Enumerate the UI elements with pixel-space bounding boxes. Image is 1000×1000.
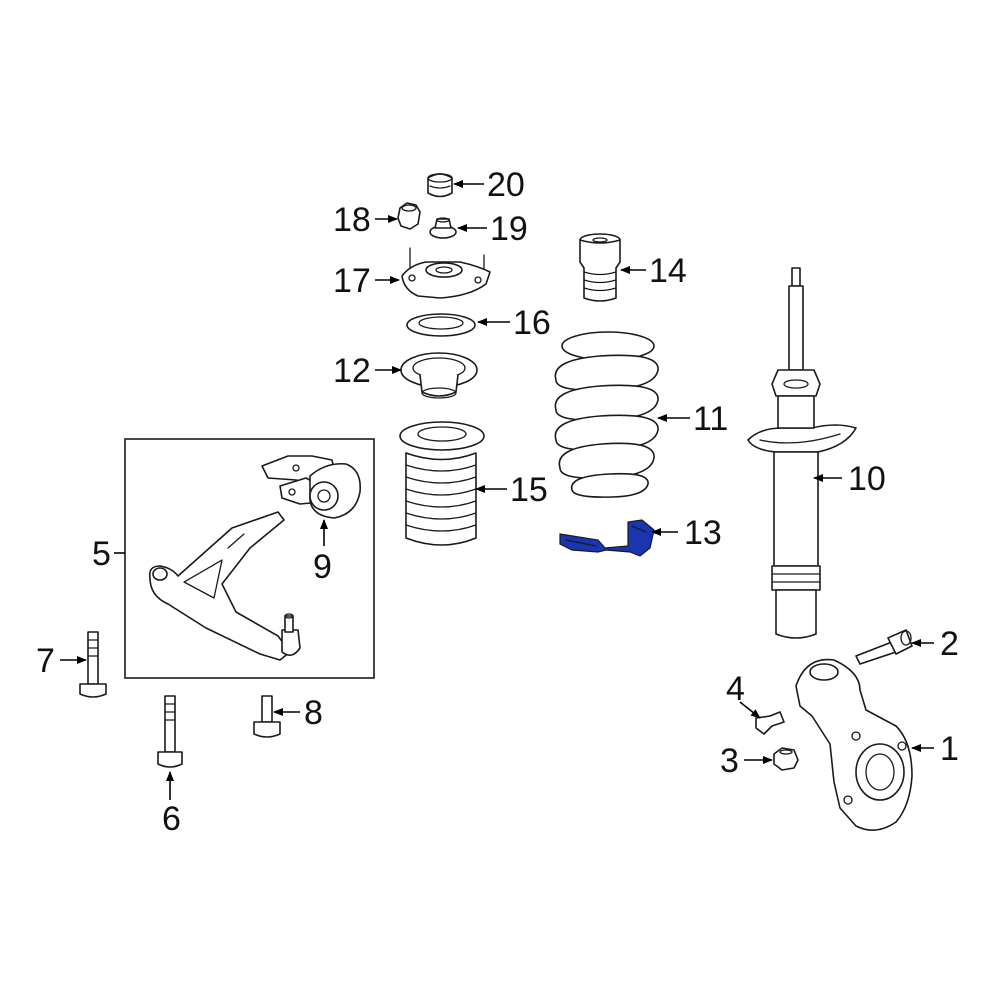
callout-19: 19 bbox=[490, 210, 528, 248]
leader-4 bbox=[739, 701, 761, 719]
part-11-coil-spring[interactable] bbox=[554, 331, 659, 498]
part-19-flange-nut[interactable] bbox=[429, 217, 457, 239]
part-7-bolt[interactable] bbox=[79, 631, 107, 698]
callout-12: 12 bbox=[333, 352, 371, 390]
part-4-clip[interactable] bbox=[755, 711, 785, 735]
callout-14: 14 bbox=[649, 252, 687, 290]
callout-2: 2 bbox=[940, 625, 959, 663]
part-12-spring-seat[interactable] bbox=[400, 352, 478, 399]
callout-7: 7 bbox=[36, 642, 55, 680]
callout-4: 4 bbox=[726, 670, 745, 708]
part-8-bolt[interactable] bbox=[253, 695, 281, 738]
callout-8: 8 bbox=[304, 694, 323, 732]
callout-16: 16 bbox=[513, 304, 551, 342]
callout-1: 1 bbox=[940, 730, 959, 768]
part-20-bushing[interactable] bbox=[427, 173, 453, 198]
part-15-dust-boot[interactable] bbox=[399, 421, 485, 546]
callout-15: 15 bbox=[510, 471, 548, 509]
part-14-bump-stop[interactable] bbox=[579, 233, 621, 302]
callout-9: 9 bbox=[313, 548, 332, 586]
part-6-bolt[interactable] bbox=[157, 695, 183, 768]
callout-20: 20 bbox=[487, 166, 525, 204]
part-5-control-arm[interactable] bbox=[148, 511, 301, 661]
part-2-bolt[interactable] bbox=[855, 629, 913, 665]
callout-labels: 20 18 19 17 16 12 15 14 11 13 10 9 5 7 6… bbox=[36, 166, 959, 838]
callout-5: 5 bbox=[92, 535, 111, 573]
part-9-bushing[interactable] bbox=[261, 455, 362, 519]
callout-17: 17 bbox=[333, 262, 371, 300]
callout-6: 6 bbox=[162, 800, 181, 838]
part-18-nut[interactable] bbox=[397, 202, 421, 230]
part-10-strut-assembly[interactable] bbox=[747, 267, 857, 639]
part-5-frame bbox=[124, 438, 375, 679]
part-17-strut-mount[interactable] bbox=[401, 247, 491, 299]
callout-11: 11 bbox=[693, 400, 728, 438]
callout-13: 13 bbox=[684, 514, 722, 552]
callout-10: 10 bbox=[848, 460, 886, 498]
part-1-knuckle[interactable] bbox=[795, 658, 913, 831]
callout-18: 18 bbox=[333, 201, 371, 239]
part-16-seat-ring[interactable] bbox=[406, 313, 476, 337]
leader-lines bbox=[60, 180, 934, 800]
callout-3: 3 bbox=[720, 742, 739, 780]
part-3-nut[interactable] bbox=[773, 747, 799, 771]
part-13-spring-insulator[interactable] bbox=[559, 519, 655, 557]
